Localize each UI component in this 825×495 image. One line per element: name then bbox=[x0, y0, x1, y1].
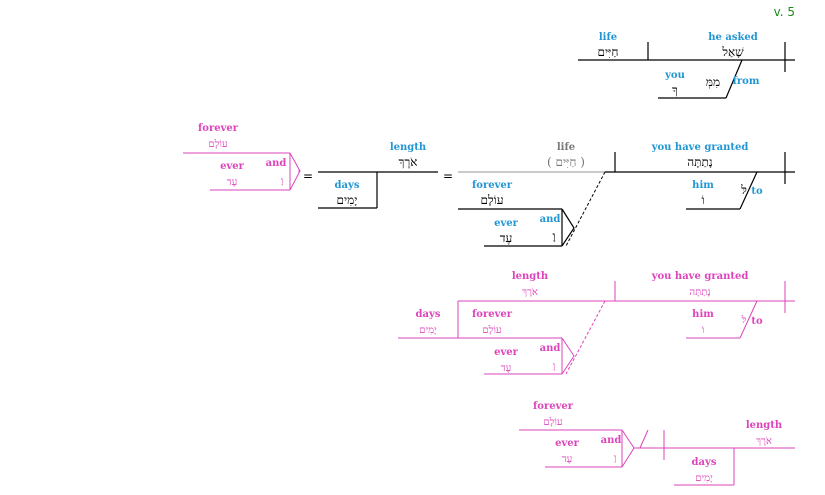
life-hebrew: ( חַיִּים ) bbox=[547, 155, 585, 169]
clause-mid: length אֹרֶךְ you have granted נָתַתָּה … bbox=[398, 271, 795, 375]
him-gloss: him bbox=[692, 180, 714, 191]
length-gloss: length bbox=[390, 142, 427, 153]
him-hebrew: וֹ bbox=[702, 325, 705, 336]
days-gloss: days bbox=[692, 457, 717, 468]
ever-gloss: ever bbox=[494, 218, 519, 229]
granted-gloss: you have granted bbox=[651, 271, 749, 282]
from-hebrew: מִמְּ bbox=[706, 75, 720, 89]
and-gloss: and bbox=[540, 214, 561, 225]
granted-hebrew: נָתַתָּה bbox=[687, 155, 713, 169]
to-hebrew: לּ bbox=[741, 314, 747, 326]
slant-divider bbox=[639, 429, 649, 449]
life-gloss: life bbox=[557, 142, 575, 153]
left-compound: forever עוֹלָם ever עֶד and וָ bbox=[183, 123, 301, 191]
ever-gloss: ever bbox=[555, 438, 580, 449]
days-hebrew: יָמִים bbox=[419, 325, 437, 336]
conj-chevron bbox=[561, 208, 575, 247]
ever-hebrew: עֶד bbox=[500, 231, 513, 245]
you-hebrew: ךָ bbox=[672, 83, 678, 97]
forever-hebrew: עוֹלָם bbox=[481, 193, 504, 207]
clause-top: life חַיִּים he asked שָׁאַל you ךָ מִמְ… bbox=[578, 32, 795, 99]
forever-gloss: forever bbox=[472, 180, 513, 191]
length-hebrew: אֹרֶךְ bbox=[522, 287, 538, 298]
length-hebrew: אֹרֶךְ bbox=[756, 436, 772, 447]
and-gloss: and bbox=[601, 435, 622, 446]
to-hebrew: לּ bbox=[740, 183, 747, 197]
length-gloss: length bbox=[746, 420, 783, 431]
forever-gloss: forever bbox=[472, 309, 513, 320]
length-hebrew: אֹרֶךְ bbox=[399, 155, 418, 169]
days-gloss: days bbox=[416, 309, 441, 320]
and-hebrew: וָ bbox=[552, 229, 555, 243]
to-gloss: to bbox=[751, 316, 763, 327]
forever-hebrew: עוֹלָם bbox=[208, 138, 227, 150]
clause-bottom: forever עוֹלָם ever עֶד and וָ length אֹ… bbox=[519, 401, 795, 486]
life-gloss: life bbox=[599, 32, 617, 43]
modifier-slant bbox=[725, 59, 743, 99]
ever-hebrew: עֶד bbox=[227, 177, 238, 188]
forever-hebrew: עוֹלָם bbox=[543, 416, 562, 428]
he-asked-hebrew: שָׁאַל bbox=[721, 45, 744, 59]
dashed-connector bbox=[565, 171, 606, 247]
indirect-slant bbox=[739, 171, 758, 210]
days-hebrew: יָמִים bbox=[337, 193, 358, 207]
ever-gloss: ever bbox=[220, 161, 245, 172]
forever-hebrew: עוֹלָם bbox=[482, 324, 501, 336]
days-hebrew: יָמִים bbox=[695, 473, 713, 484]
equals-sign-2: = bbox=[443, 169, 453, 183]
and-hebrew: וָ bbox=[553, 361, 556, 372]
him-hebrew: וֹ bbox=[701, 193, 704, 207]
from-gloss: from bbox=[733, 76, 760, 87]
granted-hebrew: נָתַתָּה bbox=[689, 287, 710, 298]
indirect-slant bbox=[739, 300, 758, 339]
forever-gloss: forever bbox=[198, 123, 239, 134]
forever-gloss: forever bbox=[533, 401, 574, 412]
and-gloss: and bbox=[540, 343, 561, 354]
ever-hebrew: עֶד bbox=[501, 363, 512, 374]
dashed-connector bbox=[565, 300, 606, 375]
to-gloss: to bbox=[751, 186, 763, 197]
life-hebrew: חַיִּים bbox=[598, 45, 619, 59]
conj-chevron bbox=[561, 337, 575, 375]
you-gloss: you bbox=[664, 70, 685, 81]
ever-gloss: ever bbox=[494, 347, 519, 358]
and-gloss: and bbox=[266, 158, 287, 169]
length-gloss: length bbox=[512, 271, 549, 282]
and-hebrew: וָ bbox=[281, 176, 284, 187]
equals-sign-1: = bbox=[303, 169, 313, 183]
and-hebrew: וָ bbox=[614, 453, 617, 464]
verse-label: v. 5 bbox=[774, 5, 795, 19]
ever-hebrew: עֶד bbox=[562, 454, 573, 465]
clause-main: = = length אֹרֶךְ days יָמִים life ( חַי… bbox=[303, 142, 795, 247]
days-gloss: days bbox=[335, 180, 360, 191]
him-gloss: him bbox=[692, 309, 714, 320]
granted-gloss: you have granted bbox=[651, 142, 749, 153]
conj-chevron bbox=[621, 429, 635, 468]
he-asked-gloss: he asked bbox=[708, 32, 758, 43]
